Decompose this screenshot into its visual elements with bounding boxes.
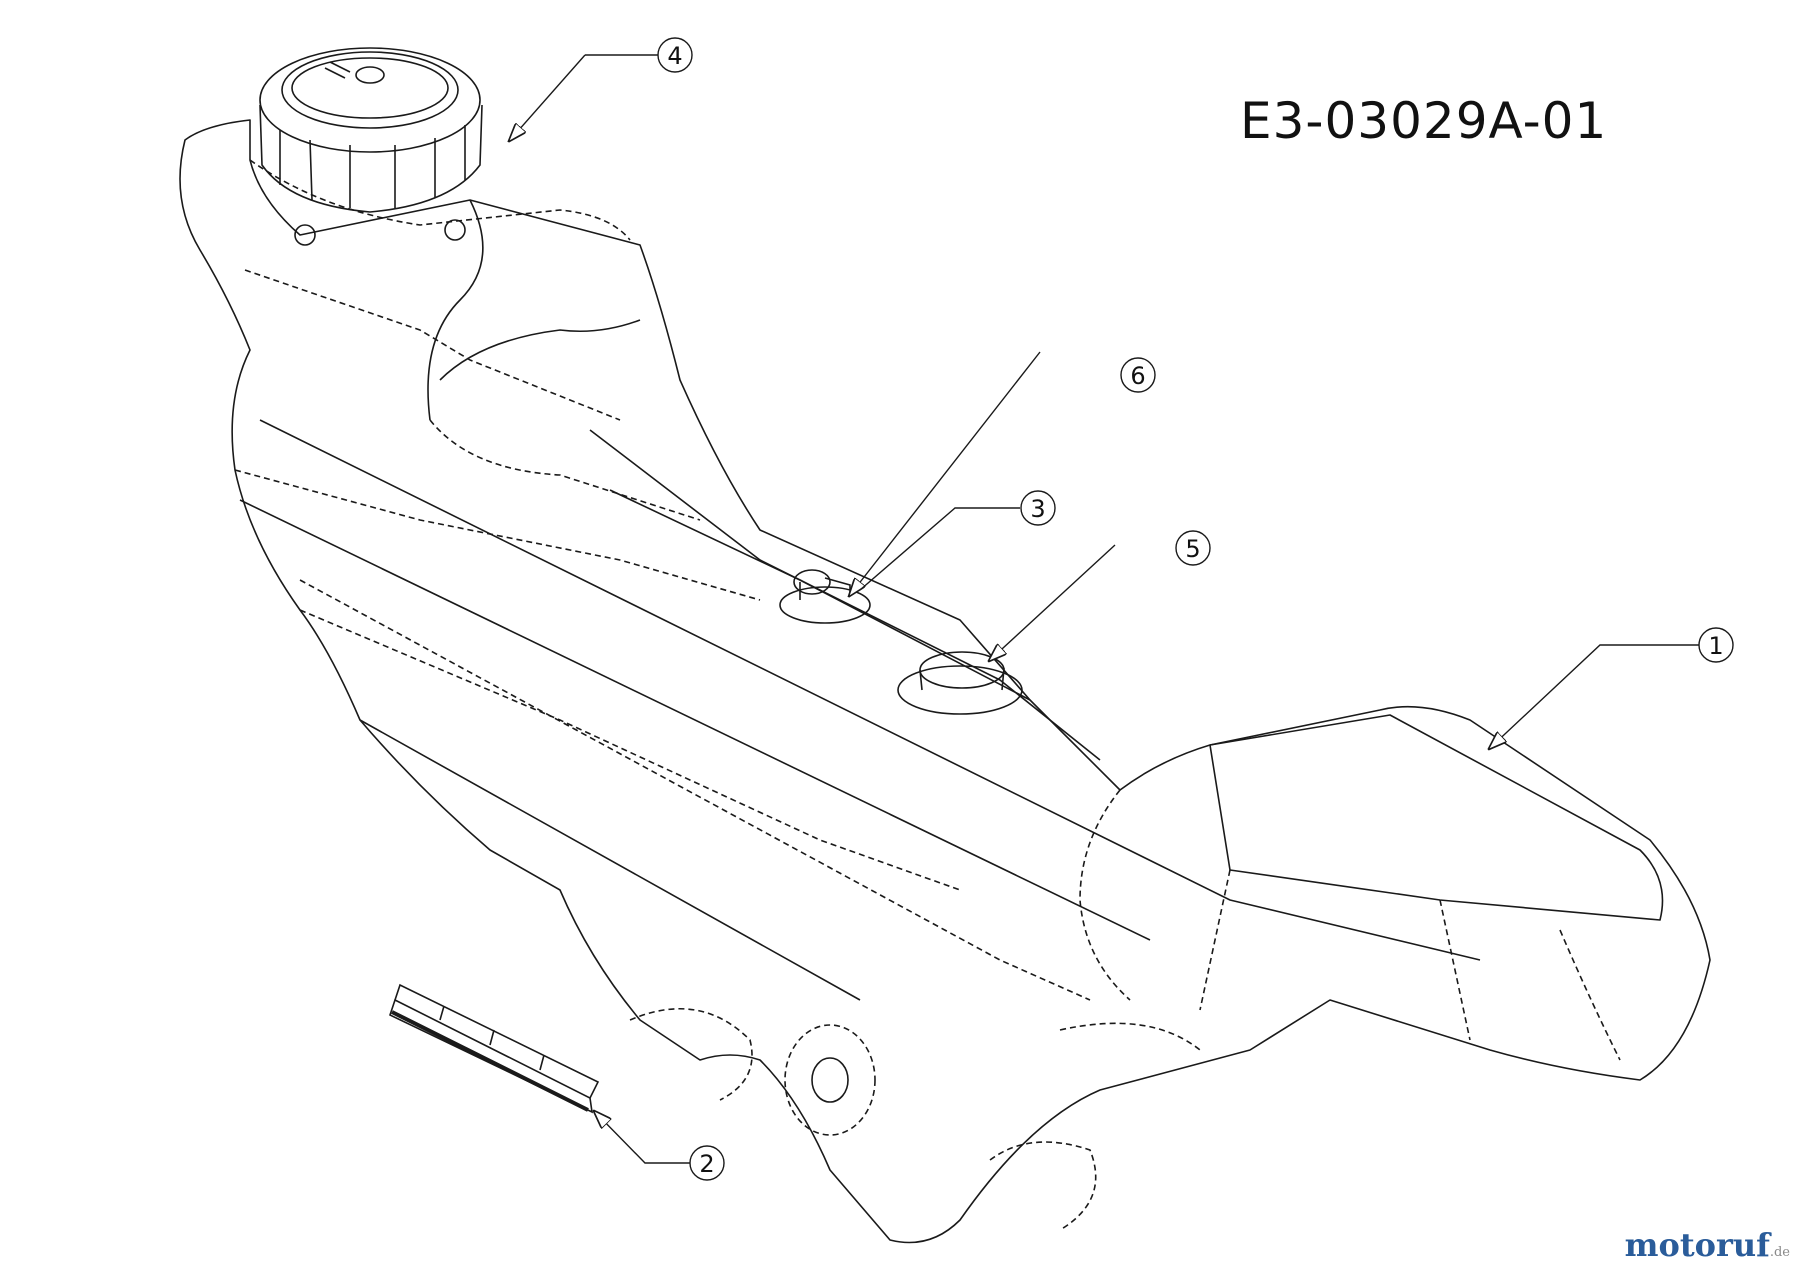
watermark-brand: motoruf [1624, 1226, 1770, 1264]
fuel-cap [259, 47, 483, 246]
diagram-code: E3-03029A-01 [1240, 92, 1608, 150]
watermark: motoruf.de [1625, 1226, 1790, 1264]
callout-6: 6 [1120, 357, 1156, 393]
callout-label-5: 5 [1185, 535, 1200, 563]
callout-3: 3 [1020, 490, 1056, 526]
callout-5: 5 [1175, 530, 1211, 566]
vent-fitting [779, 569, 871, 624]
callout-label-1: 1 [1708, 632, 1723, 660]
callout-label-2: 2 [699, 1150, 714, 1178]
callout-4: 4 [657, 37, 693, 73]
foam-strip [389, 983, 600, 1114]
callout-leaders [510, 54, 1700, 1164]
callout-label-4: 4 [667, 42, 682, 70]
watermark-tld: .de [1769, 1245, 1790, 1260]
callout-2: 2 [689, 1145, 725, 1181]
callout-label-3: 3 [1030, 495, 1045, 523]
fuel-tank [179, 119, 1711, 1244]
tank-plug [897, 651, 1023, 715]
callout-label-6: 6 [1130, 362, 1145, 390]
callout-1: 1 [1698, 627, 1734, 663]
